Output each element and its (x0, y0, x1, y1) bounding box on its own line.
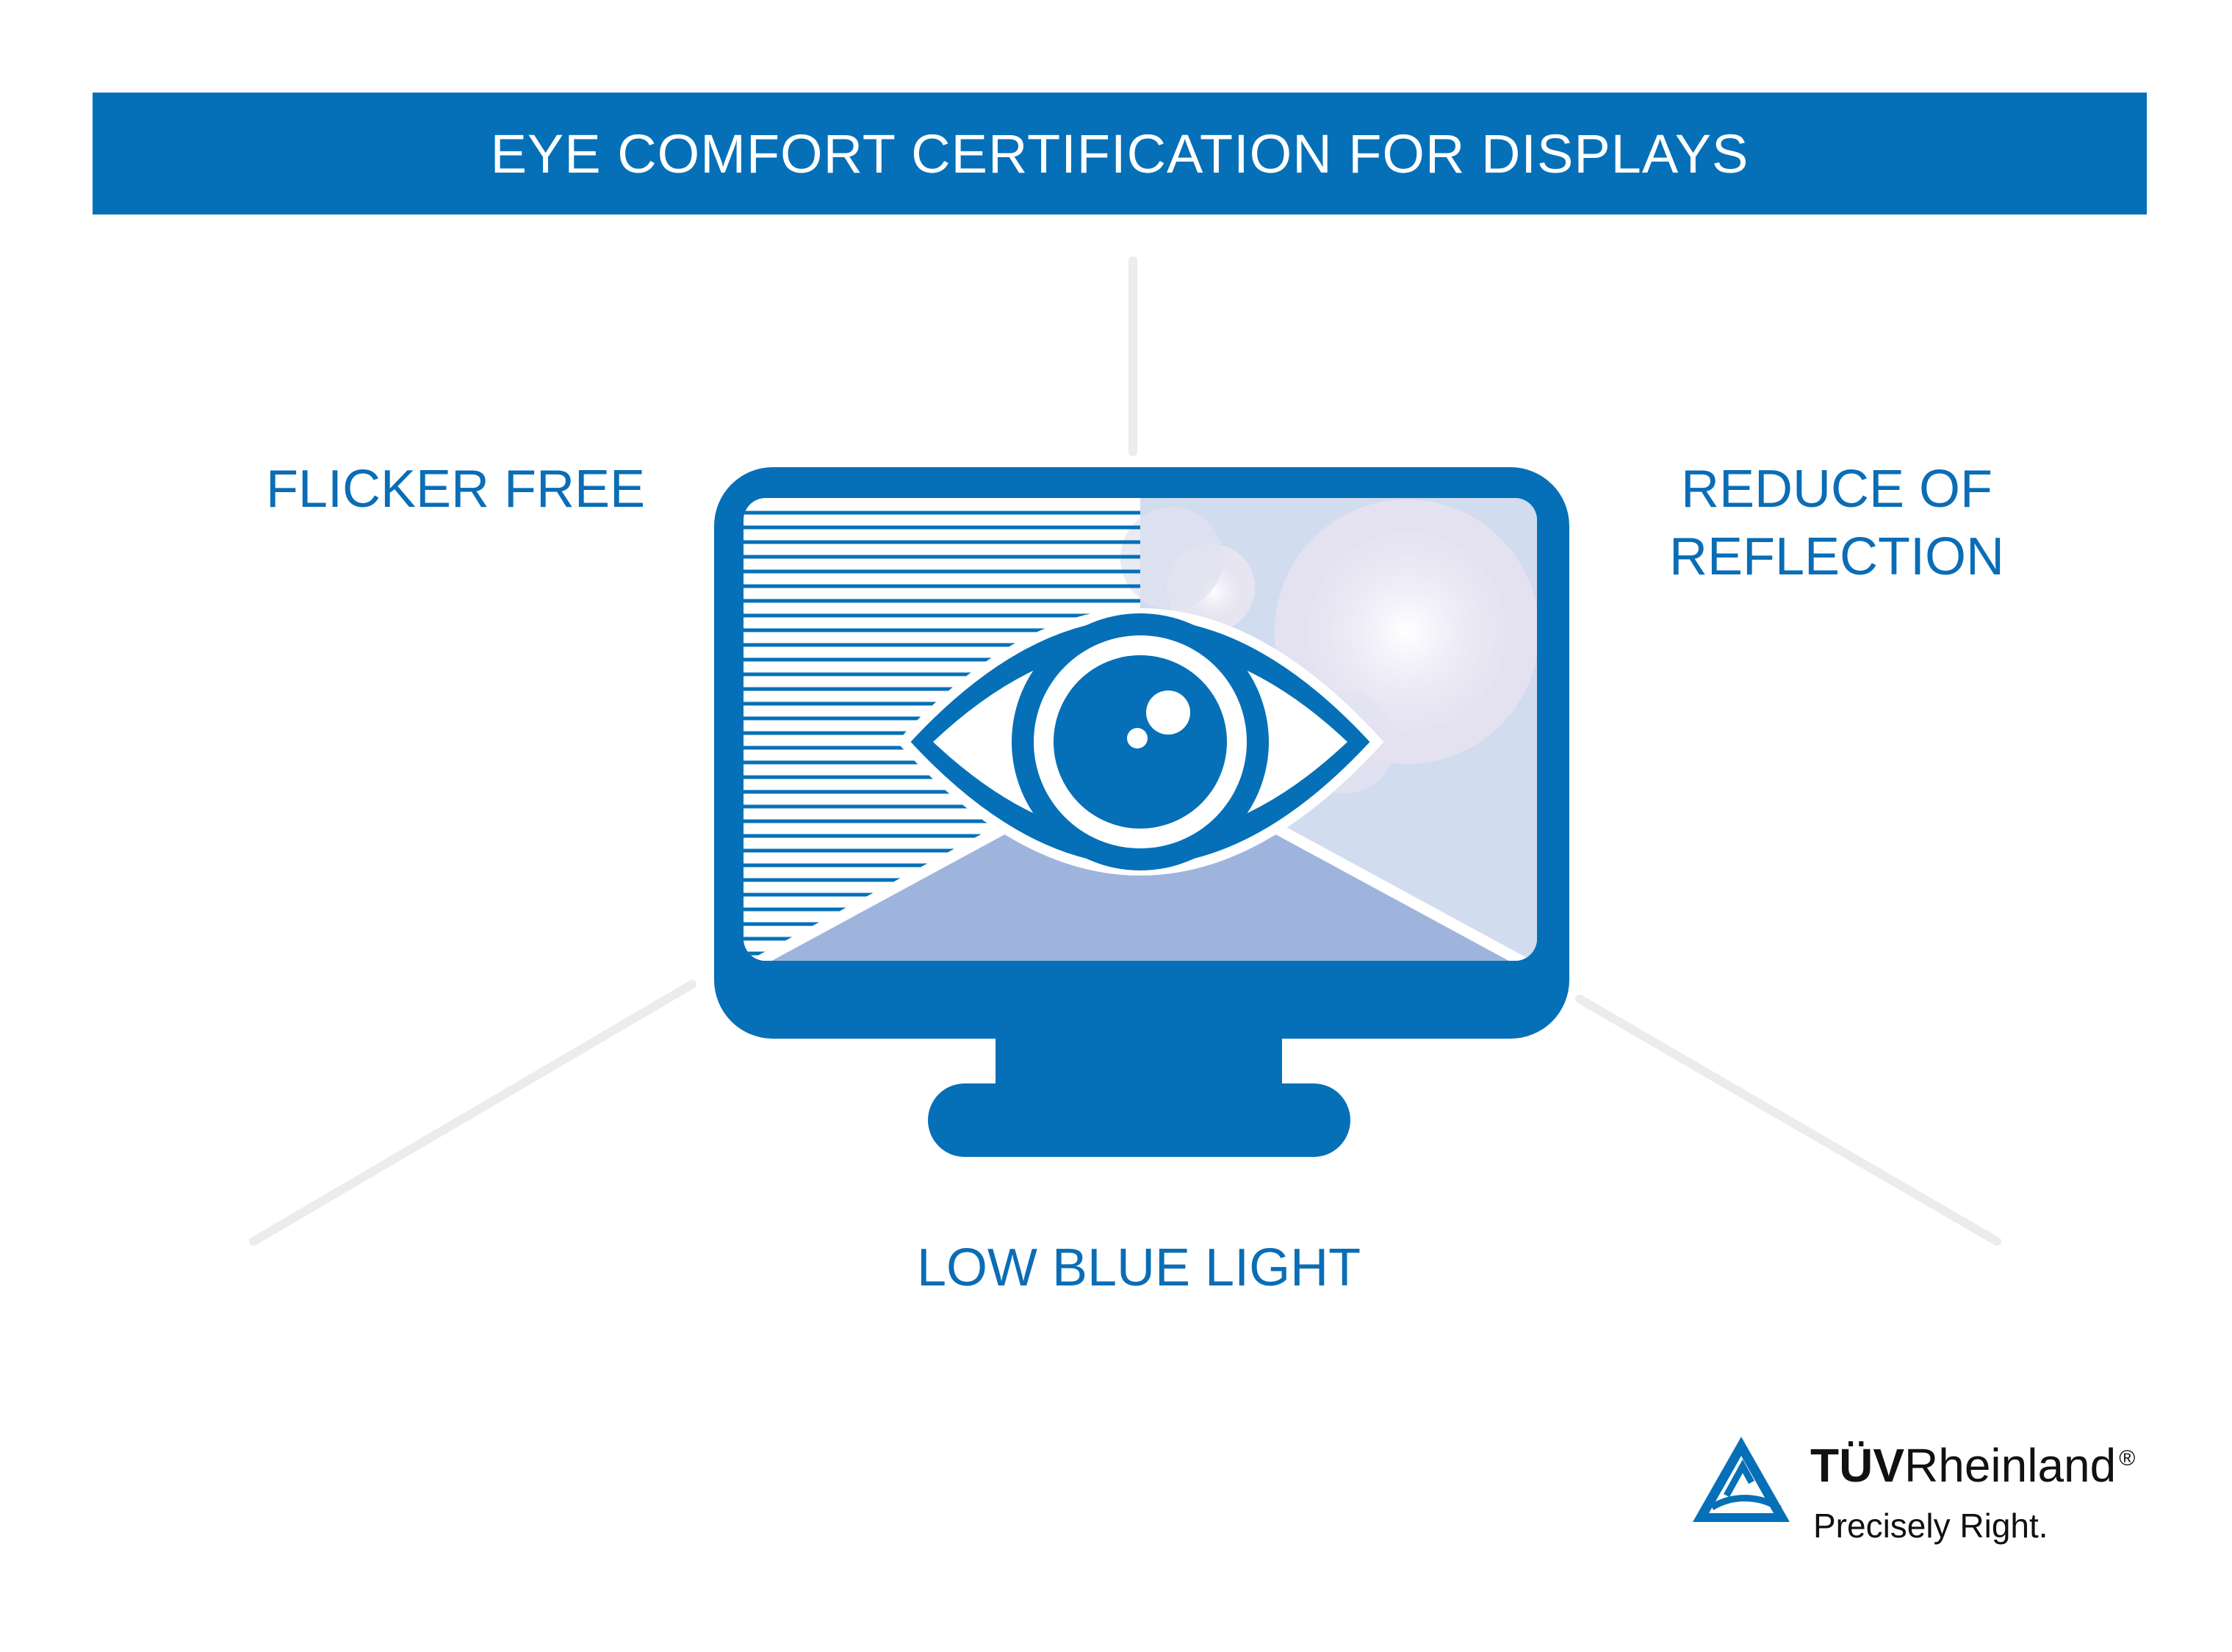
logo-brand-bold: TÜV (1810, 1439, 1904, 1492)
connector-lines (249, 256, 2001, 1246)
tuv-rheinland-logo: TÜVRheinland® Precisely Right. (1690, 1432, 2204, 1579)
logo-tagline: Precisely Right. (1813, 1507, 2048, 1545)
feature-flicker-free: FLICKER FREE (264, 455, 647, 523)
connector-line-right (1575, 995, 2001, 1246)
header-banner: EYE COMFORT CERTIFICATION FOR DISPLAYS (93, 93, 2147, 214)
logo-brand: TÜVRheinland® (1810, 1438, 2135, 1493)
feature-reduce-reflection: REDUCE OF REFLECTION (1631, 455, 2042, 591)
monitor-icon (714, 467, 1569, 1157)
feature-blue-light-label: LOW BLUE LIGHT (916, 1238, 1361, 1297)
monitor-base (928, 1083, 1350, 1157)
feature-low-blue-light: LOW BLUE LIGHT (867, 1234, 1411, 1302)
feature-reflection-line1: REDUCE OF (1680, 460, 1993, 519)
connector-line-left (249, 980, 696, 1246)
eye-icon (896, 607, 1384, 876)
feature-flicker-label: FLICKER FREE (265, 460, 646, 519)
logo-brand-regular: Rheinland (1904, 1439, 2117, 1492)
feature-reflection-line2: REFLECTION (1668, 527, 2005, 586)
page-title: EYE COMFORT CERTIFICATION FOR DISPLAYS (490, 123, 1749, 184)
tuv-triangle-icon (1693, 1437, 1790, 1522)
logo-registered-mark: ® (2119, 1446, 2136, 1471)
